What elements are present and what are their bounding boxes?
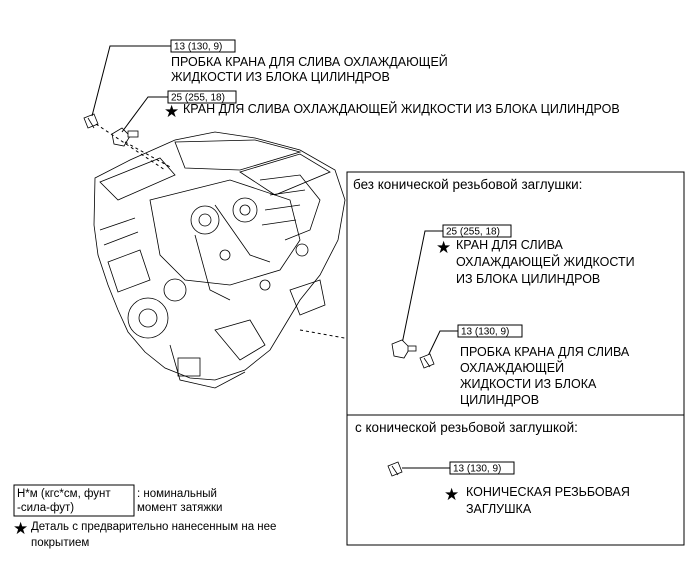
- dashed-leader-plug-top: [95, 123, 166, 171]
- panel-title: с конической резьбовой заглушкой:: [355, 420, 578, 435]
- torque-label: 25 (255, 18): [171, 93, 225, 104]
- dashed-leader-cock-top: [124, 141, 173, 169]
- torque-label: 13 (130, 9): [461, 327, 509, 338]
- unit-label: -сила-фут): [17, 502, 74, 514]
- engine-illustration: [93, 131, 346, 389]
- callout-text: ЗАГЛУШКА: [466, 502, 532, 516]
- taper-plug-part: [387, 461, 403, 477]
- plug-part: [419, 353, 435, 369]
- cock-part: [391, 339, 417, 359]
- callout-cock-top: 25 (255, 18) ★ КРАН ДЛЯ СЛИВА ОХЛАЖДАЮЩЕ…: [121, 90, 620, 133]
- legend: Н*м (кгс*см, фунт -сила-фут) : номинальн…: [13, 484, 276, 549]
- callout-text: КРАН ДЛЯ СЛИВА: [456, 238, 564, 252]
- callout-plug-top: 13 (130, 9) ПРОБКА КРАНА ДЛЯ СЛИВА ОХЛАЖ…: [91, 39, 448, 117]
- panel-title: без конической резьбовой заглушки:: [353, 177, 582, 192]
- unit-label: Н*м (кгс*см, фунт: [17, 488, 111, 500]
- torque-label: 25 (255, 18): [446, 227, 500, 238]
- star-icon: ★: [164, 102, 179, 121]
- unit-description: момент затяжки: [137, 502, 222, 514]
- torque-label: 13 (130, 9): [174, 42, 222, 53]
- panel-without-taper-plug: без конической резьбовой заглушки: 25 (2…: [346, 171, 685, 416]
- panel-with-taper-plug: с конической резьбовой заглушкой: 13 (13…: [346, 414, 685, 546]
- callout-text: ЖИДКОСТИ ИЗ БЛОКА: [460, 377, 597, 391]
- callout-text: КРАН ДЛЯ СЛИВА ОХЛАЖДАЮЩЕЙ ЖИДКОСТИ ИЗ Б…: [183, 101, 620, 116]
- callout-text: ПРОБКА КРАНА ДЛЯ СЛИВА ОХЛАЖДАЮЩЕЙ: [171, 54, 448, 69]
- unit-description: : номинальный: [137, 488, 217, 500]
- cock-part-top: [111, 127, 139, 147]
- plug-part-top: [83, 113, 99, 129]
- callout-text: ОХЛАЖДАЮЩЕЙ ЖИДКОСТИ: [456, 254, 635, 269]
- callout-text: ПРОБКА КРАНА ДЛЯ СЛИВА: [460, 345, 630, 359]
- callout-text: ИЗ БЛОКА ЦИЛИНДРОВ: [456, 272, 600, 286]
- torque-label: 13 (130, 9): [453, 464, 501, 475]
- unit-box: [13, 484, 135, 517]
- star-icon: ★: [436, 238, 451, 257]
- callout-text: КОНИЧЕСКАЯ РЕЗЬБОВАЯ: [466, 485, 630, 499]
- star-icon: ★: [444, 485, 459, 504]
- star-description: покрытием: [31, 537, 89, 549]
- callout-text: ЖИДКОСТИ ИЗ БЛОКА ЦИЛИНДРОВ: [171, 70, 390, 84]
- callout-text: ОХЛАЖДАЮЩЕЙ: [460, 360, 564, 375]
- star-description: Деталь с предварительно нанесенным на не…: [31, 521, 276, 533]
- star-icon: ★: [13, 519, 28, 538]
- callout-text: ЦИЛИНДРОВ: [460, 393, 539, 407]
